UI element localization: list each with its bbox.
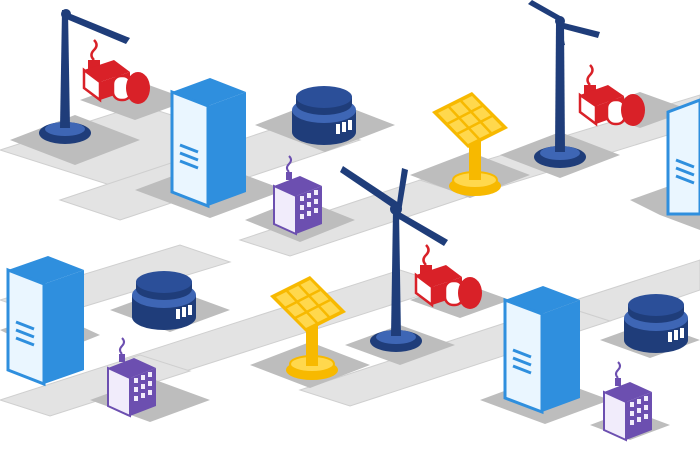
storage-tank-icon [132, 271, 196, 330]
power-plant-icon [82, 39, 150, 104]
office-building-icon [273, 155, 322, 236]
power-plant-icon [578, 64, 645, 127]
server-tower-icon [503, 286, 580, 415]
wind-turbine-icon [528, 0, 600, 168]
storage-tank-icon [624, 294, 688, 353]
server-tower-icon [666, 98, 700, 216]
solar-panel-icon [270, 276, 346, 380]
wind-turbine-icon [39, 9, 130, 144]
office-building-icon [603, 361, 652, 442]
server-tower-icon [170, 78, 246, 209]
solar-panel-icon [432, 92, 508, 196]
office-building-icon [107, 337, 156, 418]
power-plant-icon [414, 244, 482, 309]
storage-tank-icon [292, 86, 356, 145]
server-tower-icon [6, 256, 84, 387]
wind-turbine-icon [340, 166, 448, 352]
